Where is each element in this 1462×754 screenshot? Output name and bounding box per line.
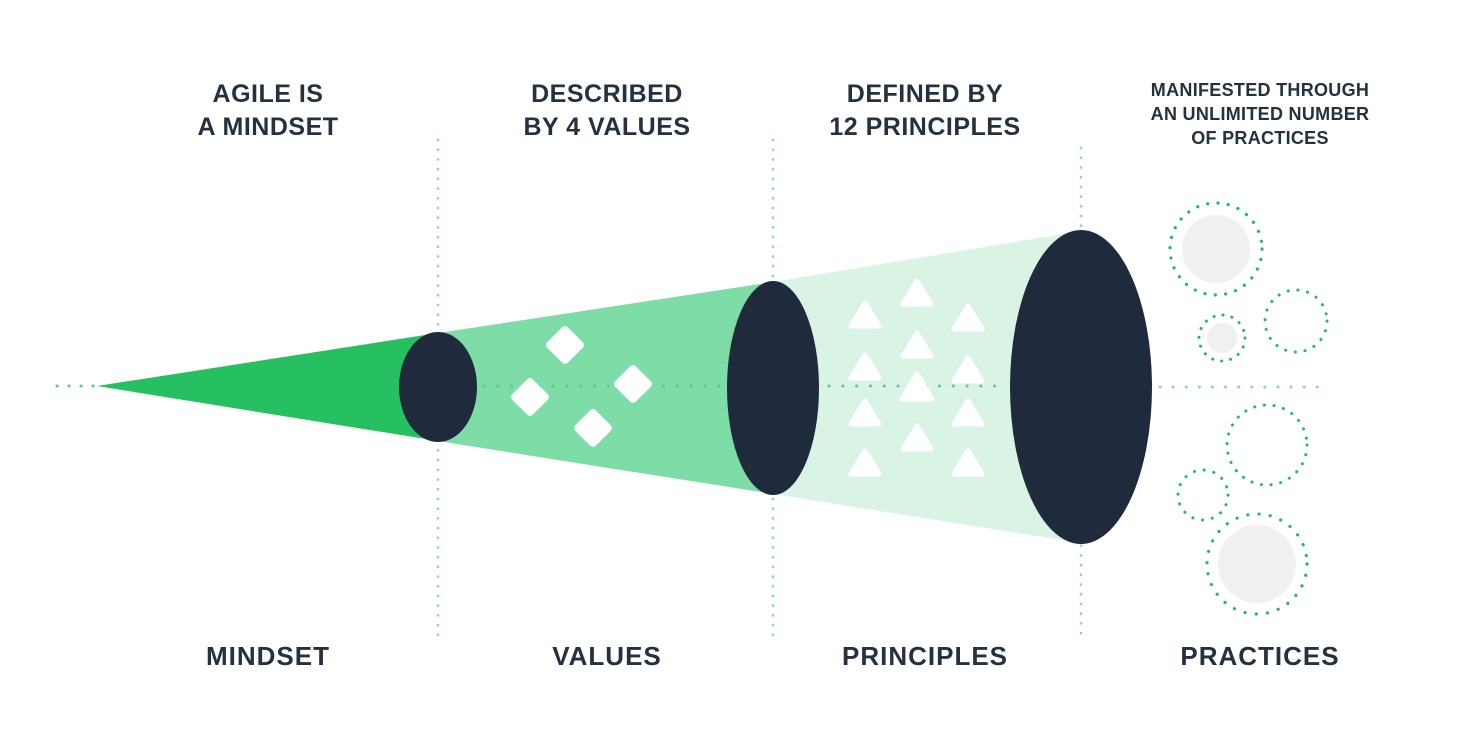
practice-circle-ring: [1263, 288, 1329, 354]
practice-circle-fill: [1207, 323, 1237, 353]
principle-triangle: [848, 398, 882, 427]
practice-circles: [1168, 201, 1329, 616]
principle-triangle: [951, 303, 985, 332]
principle-triangle: [899, 371, 935, 402]
principle-triangle: [951, 448, 985, 477]
practice-circle-ring: [1197, 313, 1247, 363]
principle-triangle: [848, 352, 882, 381]
label-values: VALUES: [552, 641, 662, 671]
funnel-ring-mindset: [399, 332, 477, 442]
heading-mindset: AGILE IS A MINDSET: [197, 80, 339, 141]
principle-triangle: [900, 330, 934, 359]
practice-circle-ring: [1205, 512, 1309, 616]
label-mindset: MINDSET: [206, 641, 330, 671]
heading-values: DESCRIBED BY 4 VALUES: [523, 80, 691, 141]
cone-segment-values: [438, 282, 773, 494]
value-diamond: [614, 365, 652, 403]
principle-triangle: [951, 398, 985, 427]
principle-triangles: [848, 278, 985, 477]
funnel-ring-principles: [1010, 230, 1152, 544]
heading-principles: DEFINED BY 12 PRINCIPLES: [829, 80, 1021, 141]
funnel-ring-values: [727, 281, 819, 495]
principle-triangle: [848, 300, 882, 329]
principle-triangle: [900, 423, 934, 452]
principle-triangle: [951, 355, 985, 384]
cone-segment-mindset: [97, 333, 438, 441]
value-diamonds: [511, 326, 652, 447]
practice-circle-fill: [1182, 215, 1250, 283]
heading-practices: MANIFESTED THROUGH AN UNLIMITED NUMBER O…: [1150, 80, 1370, 148]
practice-circle-ring: [1168, 201, 1264, 297]
value-diamond: [546, 326, 584, 364]
value-diamond: [511, 378, 549, 416]
practice-circle-ring: [1225, 403, 1309, 487]
value-diamond: [574, 409, 612, 447]
practice-circle-ring: [1176, 468, 1230, 522]
principle-triangle: [848, 448, 882, 477]
principle-triangle: [900, 278, 934, 307]
label-practices: PRACTICES: [1180, 641, 1340, 671]
label-principles: PRINCIPLES: [841, 641, 1009, 671]
practice-circle-fill: [1218, 525, 1296, 603]
